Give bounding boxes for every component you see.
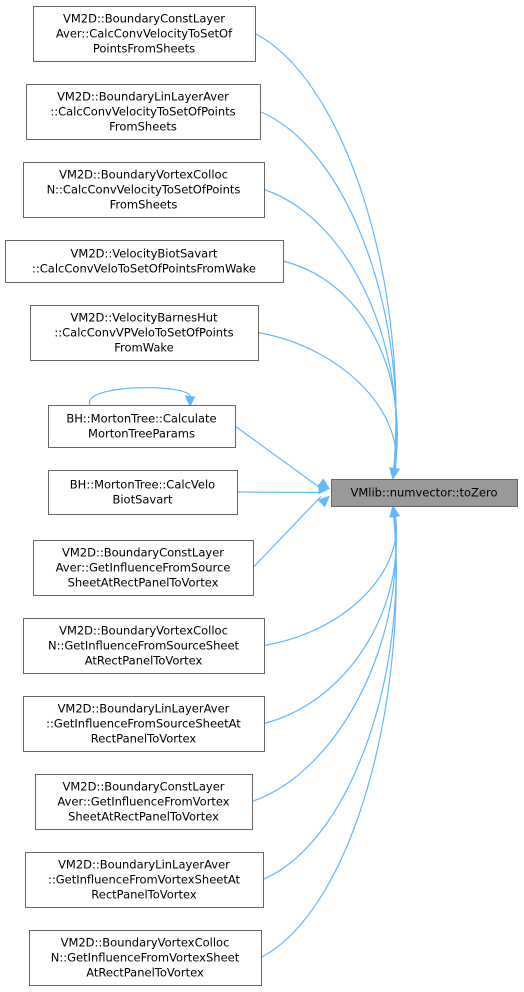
node-label-line: BH::MortonTree::Calculate [66, 412, 216, 426]
node-label-line: VM2D::BoundaryConstLayer [62, 780, 224, 794]
caller-node-n4[interactable]: VM2D::VelocityBiotSavart::CalcConvVeloTo… [5, 240, 284, 283]
node-box [23, 618, 265, 674]
caller-node-n1[interactable]: VM2D::BoundaryConstLayerAver::CalcConvVe… [33, 6, 256, 62]
arrowhead-n7 [318, 483, 331, 495]
arrowhead-n5 [389, 467, 400, 480]
node-label-line: VM2D::BoundaryVortexColloc [59, 168, 228, 182]
node-label-line: VM2D::BoundaryVortexColloc [61, 936, 230, 950]
node-box [30, 305, 259, 361]
node-label-line: MortonTreeParams [88, 427, 195, 441]
node-box [5, 240, 284, 283]
node-label-line: VM2D::VelocityBarnesHut [70, 311, 218, 325]
node-box [26, 84, 261, 140]
node-label-line: RectPanelToVortex [91, 732, 197, 746]
call-edge-n7 [236, 491, 322, 494]
node-label-line: FromSheets [109, 120, 177, 134]
node-label-line: AtRectPanelToVortex [85, 654, 203, 668]
call-edge-n13 [260, 506, 397, 959]
node-label-line: VM2D::BoundaryConstLayer [62, 546, 224, 560]
call-edge-n8 [252, 496, 322, 568]
node-label-line: ::CalcConvVPVeloToSetOfPoints [54, 326, 233, 340]
node-label-line: Aver::GetInfluenceFromSource [56, 561, 231, 575]
arrowhead-n13 [389, 505, 400, 518]
node-label-line: FromSheets [110, 198, 178, 212]
call-edge-n6 [234, 425, 322, 489]
target-label: VMlib::numvector::toZero [350, 486, 497, 500]
caller-node-n13[interactable]: VM2D::BoundaryVortexCollocN::GetInfluenc… [29, 930, 262, 986]
caller-node-n8[interactable]: VM2D::BoundaryConstLayerAver::GetInfluen… [33, 540, 254, 596]
arrowhead-n8 [317, 495, 330, 508]
caller-node-n5[interactable]: VM2D::VelocityBarnesHut::CalcConvVPVeloT… [30, 305, 259, 361]
node-label-line: FromWake [114, 341, 174, 355]
node-label-line: VM2D::VelocityBiotSavart [71, 247, 218, 261]
caller-node-n2[interactable]: VM2D::BoundaryLinLayerAver::CalcConvVelo… [26, 84, 261, 140]
edges [234, 32, 398, 959]
call-edge-n12 [262, 506, 397, 881]
arrowheads [317, 467, 400, 518]
node-label-line: BH::MortonTree::CalcVelo [70, 478, 215, 492]
caller-node-n12[interactable]: VM2D::BoundaryLinLayerAver::GetInfluence… [25, 852, 264, 908]
call-edge-n5 [257, 331, 397, 479]
node-label-line: ::GetInfluenceFromSourceSheetAt [46, 717, 241, 731]
call-edge-n10 [263, 506, 397, 725]
node-box [25, 852, 264, 908]
node-label-line: VM2D::BoundaryLinLayerAver [58, 858, 230, 872]
node-label-line: N::GetInfluenceFromSourceSheet [48, 639, 240, 653]
call-edge-n2 [259, 110, 397, 479]
node-box [23, 162, 265, 218]
node-label-line: BiotSavart [112, 493, 173, 507]
caller-node-n3[interactable]: VM2D::BoundaryVortexCollocN::CalcConvVel… [23, 162, 265, 218]
node-box [35, 774, 253, 830]
call-edge-n3 [263, 188, 397, 479]
node-label-line: Aver::GetInfluenceFromVortex [57, 795, 229, 809]
call-edge-n4 [282, 260, 398, 479]
self-call-arrowhead [184, 395, 196, 408]
node-label-line: VM2D::BoundaryLinLayerAver [57, 90, 229, 104]
node-label-line: ::CalcConvVelocityToSetOfPoints [50, 105, 235, 119]
call-edge-n11 [251, 506, 397, 803]
target-node[interactable]: VMlib::numvector::toZero [331, 479, 518, 507]
node-box [33, 540, 254, 596]
caller-node-n9[interactable]: VM2D::BoundaryVortexCollocN::GetInfluenc… [23, 618, 265, 674]
caller-node-n6[interactable]: BH::MortonTree::CalculateMortonTreeParam… [48, 405, 236, 448]
node-box [23, 696, 265, 752]
node-box [33, 6, 256, 62]
target-box [331, 479, 518, 507]
node-label-line: VM2D::BoundaryVortexColloc [59, 624, 228, 638]
node-label-line: Aver::CalcConvVelocityToSetOf [56, 27, 233, 41]
node-label-line: SheetAtRectPanelToVortex [68, 810, 219, 824]
node-label-line: N::CalcConvVelocityToSetOfPoints [47, 183, 241, 197]
node-label-line: AtRectPanelToVortex [86, 966, 204, 980]
node-label-line: VM2D::BoundaryLinLayerAver [58, 702, 230, 716]
node-box [48, 470, 238, 515]
node-label-line: SheetAtRectPanelToVortex [68, 576, 219, 590]
node-box [29, 930, 262, 986]
node-label-line: N::GetInfluenceFromVortexSheet [51, 951, 240, 965]
node-label-line: ::GetInfluenceFromVortexSheetAt [48, 873, 241, 887]
node-label-line: PointsFromSheets [93, 42, 195, 56]
caller-node-n11[interactable]: VM2D::BoundaryConstLayerAver::GetInfluen… [35, 774, 253, 830]
caller-node-n10[interactable]: VM2D::BoundaryLinLayerAver::GetInfluence… [23, 696, 265, 752]
node-label-line: RectPanelToVortex [91, 888, 197, 902]
self-call-edge [89, 387, 191, 406]
node-label-line: ::CalcConvVeloToSetOfPointsFromWake [32, 262, 256, 276]
node-label-line: VM2D::BoundaryConstLayer [63, 12, 225, 26]
node-box [48, 405, 236, 448]
